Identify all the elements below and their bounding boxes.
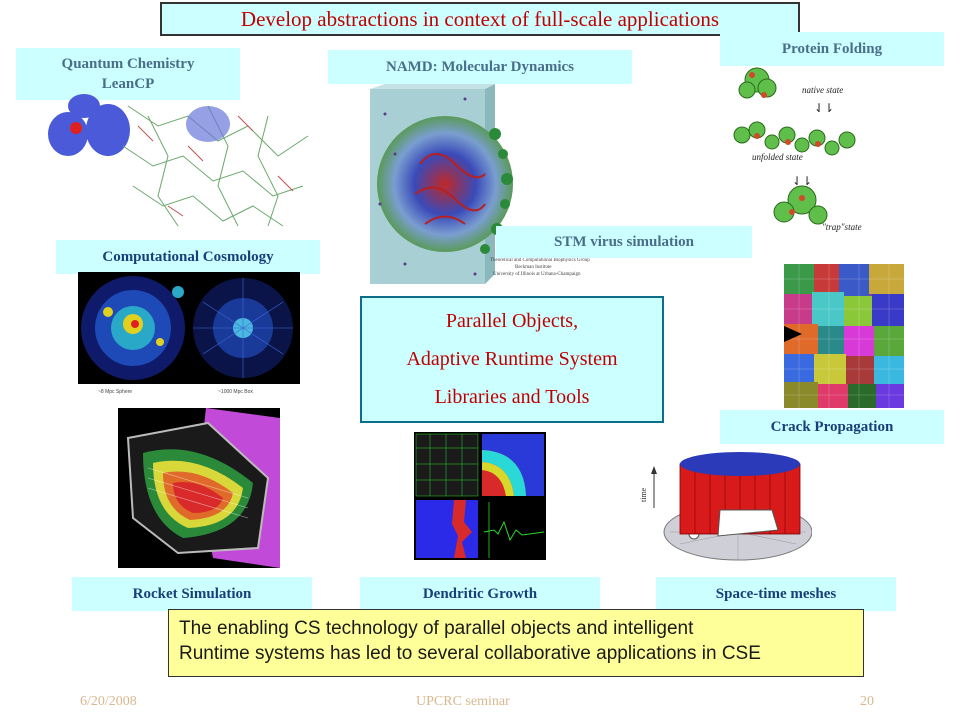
cosmology-right-caption: ~1000 Mpc Box	[218, 389, 253, 395]
label-quantum-chemistry-line1: Quantum Chemistry	[61, 56, 195, 72]
rocket-simulation-image	[118, 408, 280, 568]
namd-credit-line3: University of Illinois at Urbana-Champai…	[493, 272, 581, 277]
label-stm-virus: STM virus simulation	[496, 226, 752, 258]
label-computational-cosmology: Computational Cosmology	[56, 240, 320, 274]
label-spacetime-meshes: Space-time meshes	[656, 577, 896, 611]
spacetime-meshes-image: time	[640, 452, 812, 561]
dendritic-growth-image	[414, 432, 546, 560]
label-protein-folding: Protein Folding	[720, 32, 944, 66]
footer-event: UPCRC seminar	[416, 694, 510, 709]
svg-text:⇃⇂: ⇃⇂	[792, 174, 812, 188]
summary-line-1: The enabling CS technology of parallel o…	[179, 618, 694, 639]
label-dendritic-growth: Dendritic Growth	[360, 577, 600, 611]
center-parallel-objects-box: Parallel Objects, Adaptive Runtime Syste…	[360, 296, 664, 423]
label-quantum-chemistry-line2: LeanCP	[101, 76, 155, 92]
label-crack-propagation: Crack Propagation	[720, 410, 944, 444]
summary-line-2: Runtime systems has led to several colla…	[179, 643, 761, 664]
center-line-libraries-tools: Libraries and Tools	[434, 386, 590, 409]
namd-virus-image: Theoretical and Computational Biophysics…	[370, 84, 590, 284]
cosmology-image: ~8 Mpc Sphere ~1000 Mpc Box	[78, 272, 300, 395]
footer-date: 6/20/2008	[80, 694, 137, 709]
quantum-chemistry-image	[48, 94, 309, 227]
label-rocket-simulation: Rocket Simulation	[72, 577, 312, 611]
namd-credit-line2: Beckman Institute	[515, 265, 552, 270]
label-quantum-chemistry: Quantum Chemistry LeanCP	[16, 48, 240, 100]
cosmology-left-caption: ~8 Mpc Sphere	[98, 389, 132, 395]
protein-native-state: native state	[802, 85, 843, 95]
label-namd: NAMD: Molecular Dynamics	[328, 50, 632, 84]
slide-title: Develop abstractions in context of full-…	[160, 2, 800, 36]
center-line-adaptive-runtime: Adaptive Runtime System	[406, 347, 618, 370]
protein-folding-image: native state ⇃⇂ unfolded state ⇃⇂ "trap"…	[733, 67, 862, 232]
namd-credit-line1: Theoretical and Computational Biophysics…	[490, 258, 590, 263]
crack-propagation-image	[784, 264, 904, 408]
protein-unfolded-state: unfolded state	[752, 152, 803, 162]
protein-trap-state: "trap"state	[822, 222, 862, 232]
footer-page-number: 20	[860, 694, 874, 709]
spacetime-time-axis-label: time	[640, 487, 648, 502]
center-line-parallel-objects: Parallel Objects,	[445, 309, 579, 332]
summary-box: The enabling CS technology of parallel o…	[168, 609, 864, 677]
svg-text:⇃⇂: ⇃⇂	[814, 101, 834, 115]
